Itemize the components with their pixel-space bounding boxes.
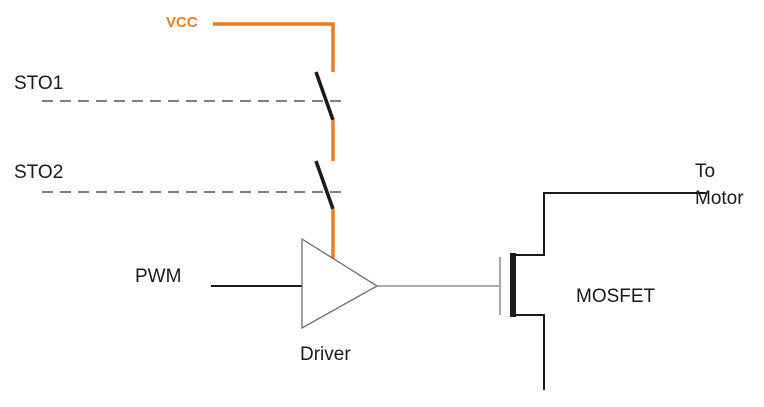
sto2-label: STO2 [14,162,63,183]
sto1-label: STO1 [14,73,63,94]
pwm-label: PWM [135,266,181,287]
to-motor-label-line1: To [695,161,715,182]
driver-amplifier [301,237,379,330]
vcc-rail [213,22,335,72]
mosfet-label: MOSFET [576,286,656,307]
sto1-switch-contact [314,71,335,121]
drain-to-motor-wire [513,192,706,256]
to-motor-label-line2: Motor [695,188,744,209]
vcc-label: VCC [166,14,198,31]
driver-label: Driver [300,344,351,365]
source-wire [513,314,545,390]
sto2-switch-contact [314,160,335,210]
